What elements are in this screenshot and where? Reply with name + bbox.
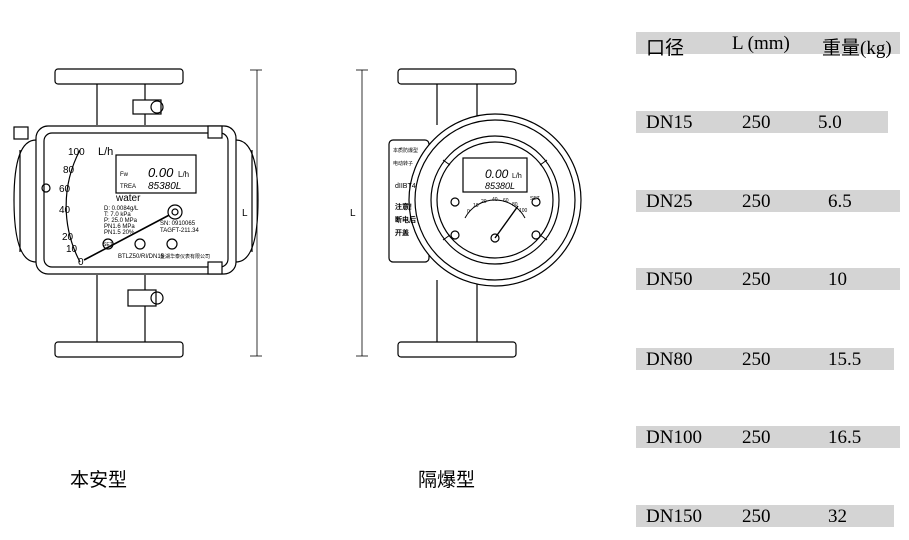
- cell-diameter: DN150: [646, 506, 702, 527]
- cell-diameter: DN100: [646, 427, 702, 448]
- serial-label: SN: 0910065: [160, 221, 196, 227]
- header-weight: 重量(kg): [822, 38, 892, 59]
- cell-weight: 32: [828, 506, 847, 527]
- spec-line: T: 7.0 kPa: [104, 212, 131, 218]
- ex-plate-line: dIIBT4: [395, 183, 416, 190]
- scale-tick-label: 80: [63, 165, 75, 176]
- ex-scale-tick: 80: [512, 202, 518, 208]
- cell-weight: 6.5: [828, 191, 852, 212]
- lcd-unit-1: L/h: [178, 170, 189, 179]
- ex-lcd-unit-1: L/h: [512, 173, 522, 180]
- ex-set-label: SET: [530, 196, 540, 202]
- scale-tick-label: 10: [66, 244, 78, 255]
- ex-scale-tick: 20: [481, 199, 487, 205]
- lcd-small-1: Fw: [120, 172, 129, 178]
- ex-plate-line: 开盖: [395, 228, 409, 237]
- table-row: DN15 250 5.0: [636, 111, 888, 133]
- ex-plate-line: 电动转子: [393, 160, 413, 167]
- tag-label: TAGFT-211.34: [160, 228, 199, 234]
- spec-line: PN1.6 MPa: [104, 224, 135, 230]
- scale-tick-label: 40: [59, 205, 71, 216]
- table-row: DN50 250 10: [636, 268, 900, 290]
- set-label: SET: [103, 242, 113, 248]
- dimension-label-l: L: [242, 208, 248, 219]
- ex-scale-tick: 0: [467, 209, 470, 215]
- scale-tick-label: 100: [68, 147, 85, 158]
- ex-lcd-value-2: 85380L: [485, 181, 515, 191]
- cell-diameter: DN15: [646, 112, 693, 133]
- table-row: DN25 250 6.5: [636, 190, 900, 212]
- cell-weight: 5.0: [818, 112, 842, 133]
- spec-line: P: 25.0 MPa: [104, 218, 138, 224]
- maker-label: 金湖华泰仪表有限公司: [160, 253, 210, 260]
- ex-scale-tick: 100: [519, 208, 528, 214]
- table-row: DN150 250 32: [636, 505, 894, 527]
- ex-lcd-value-1: 0.00: [485, 167, 509, 181]
- cell-weight: 16.5: [828, 427, 862, 448]
- lcd-value-1: 0.00: [148, 165, 174, 180]
- ex-meter: [356, 68, 582, 358]
- cell-diameter: DN25: [646, 191, 693, 212]
- cell-diameter: DN80: [646, 349, 693, 370]
- lcd-small-2: TREA: [120, 184, 136, 190]
- cell-weight: 10: [828, 269, 847, 290]
- header-diameter: 口径: [646, 38, 685, 59]
- spec-line: D: 0.0084g/L: [104, 206, 139, 212]
- cell-length: 250: [742, 269, 771, 290]
- ex-plate-line: 注意！: [395, 202, 416, 211]
- cell-diameter: DN50: [646, 269, 693, 290]
- table-header-row: 口径 L (mm) 重量(kg): [636, 32, 900, 59]
- scale-tick-label: 60: [59, 184, 71, 195]
- ex-meter-labels: 0.00 L/h 85380L 0 10 20 40 60 80 100 SET…: [350, 147, 540, 237]
- scale-tick-label: 0: [78, 257, 84, 268]
- dimension-label-l: L: [350, 208, 356, 219]
- header-length: L (mm): [732, 33, 790, 54]
- caption-explosion-proof: 隔爆型: [418, 469, 476, 491]
- lcd-value-2: 85380L: [148, 181, 181, 192]
- cell-length: 250: [742, 191, 771, 212]
- table-row: DN100 250 16.5: [636, 426, 900, 448]
- scale-tick-label: 20: [62, 232, 74, 243]
- cell-length: 250: [742, 349, 771, 370]
- unit-label: L/h: [98, 146, 113, 158]
- ex-plate-line: 本质防爆型: [393, 147, 418, 154]
- spec-line: PN1.5 20%: [104, 230, 135, 236]
- model-label: BTLZ50/RI/DN15: [118, 254, 165, 260]
- standard-meter: [13, 68, 262, 358]
- ex-scale-tick: 60: [503, 198, 509, 204]
- medium-label: water: [115, 193, 141, 204]
- cell-length: 250: [742, 506, 771, 527]
- ex-scale-tick: 10: [473, 203, 479, 209]
- cell-length: 250: [742, 427, 771, 448]
- standard-scale-labels: 100 80 60 40 20 10 0 L/h water Fw TREA 0…: [59, 146, 248, 268]
- ex-scale-tick: 40: [492, 197, 498, 203]
- cell-length: 250: [742, 112, 771, 133]
- caption-standard: 本安型: [70, 469, 128, 491]
- cell-weight: 15.5: [828, 349, 862, 370]
- ex-plate-line: 断电后: [395, 215, 416, 224]
- table-row: DN80 250 15.5: [636, 348, 894, 370]
